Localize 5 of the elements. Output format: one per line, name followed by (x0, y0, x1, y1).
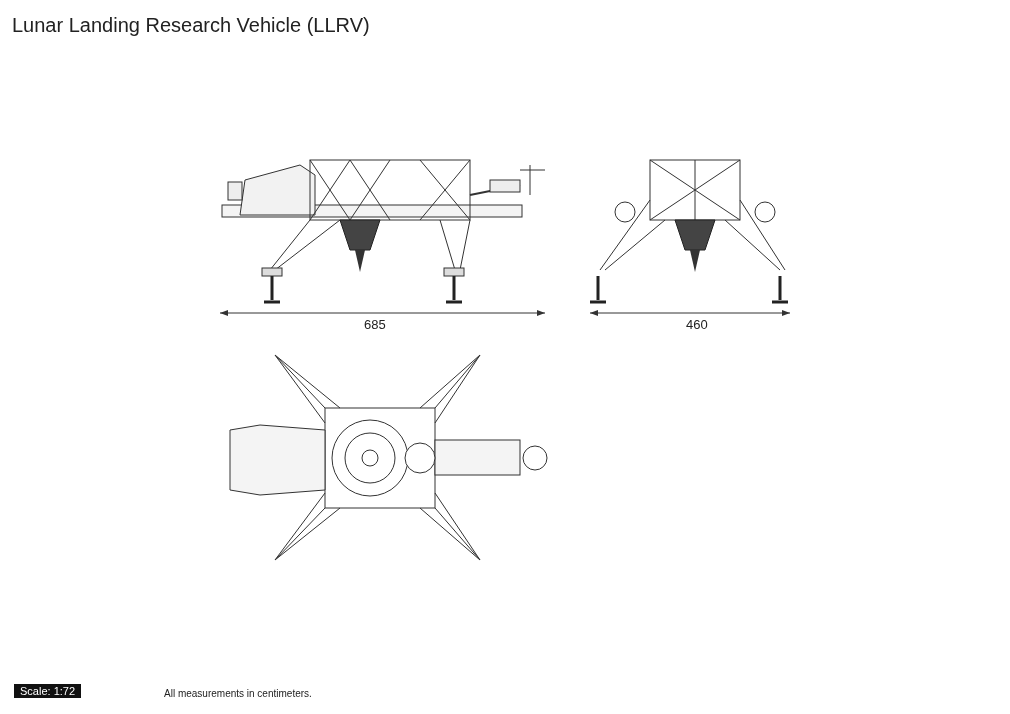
dimension-label: 685 (364, 317, 386, 332)
scale-label: Scale: 1:72 (14, 684, 82, 698)
measurement-note: All measurements in centimeters. (164, 688, 312, 699)
dimension-label: 460 (686, 317, 708, 332)
diagram-title: Lunar Landing Research Vehicle (LLRV) (12, 14, 370, 37)
